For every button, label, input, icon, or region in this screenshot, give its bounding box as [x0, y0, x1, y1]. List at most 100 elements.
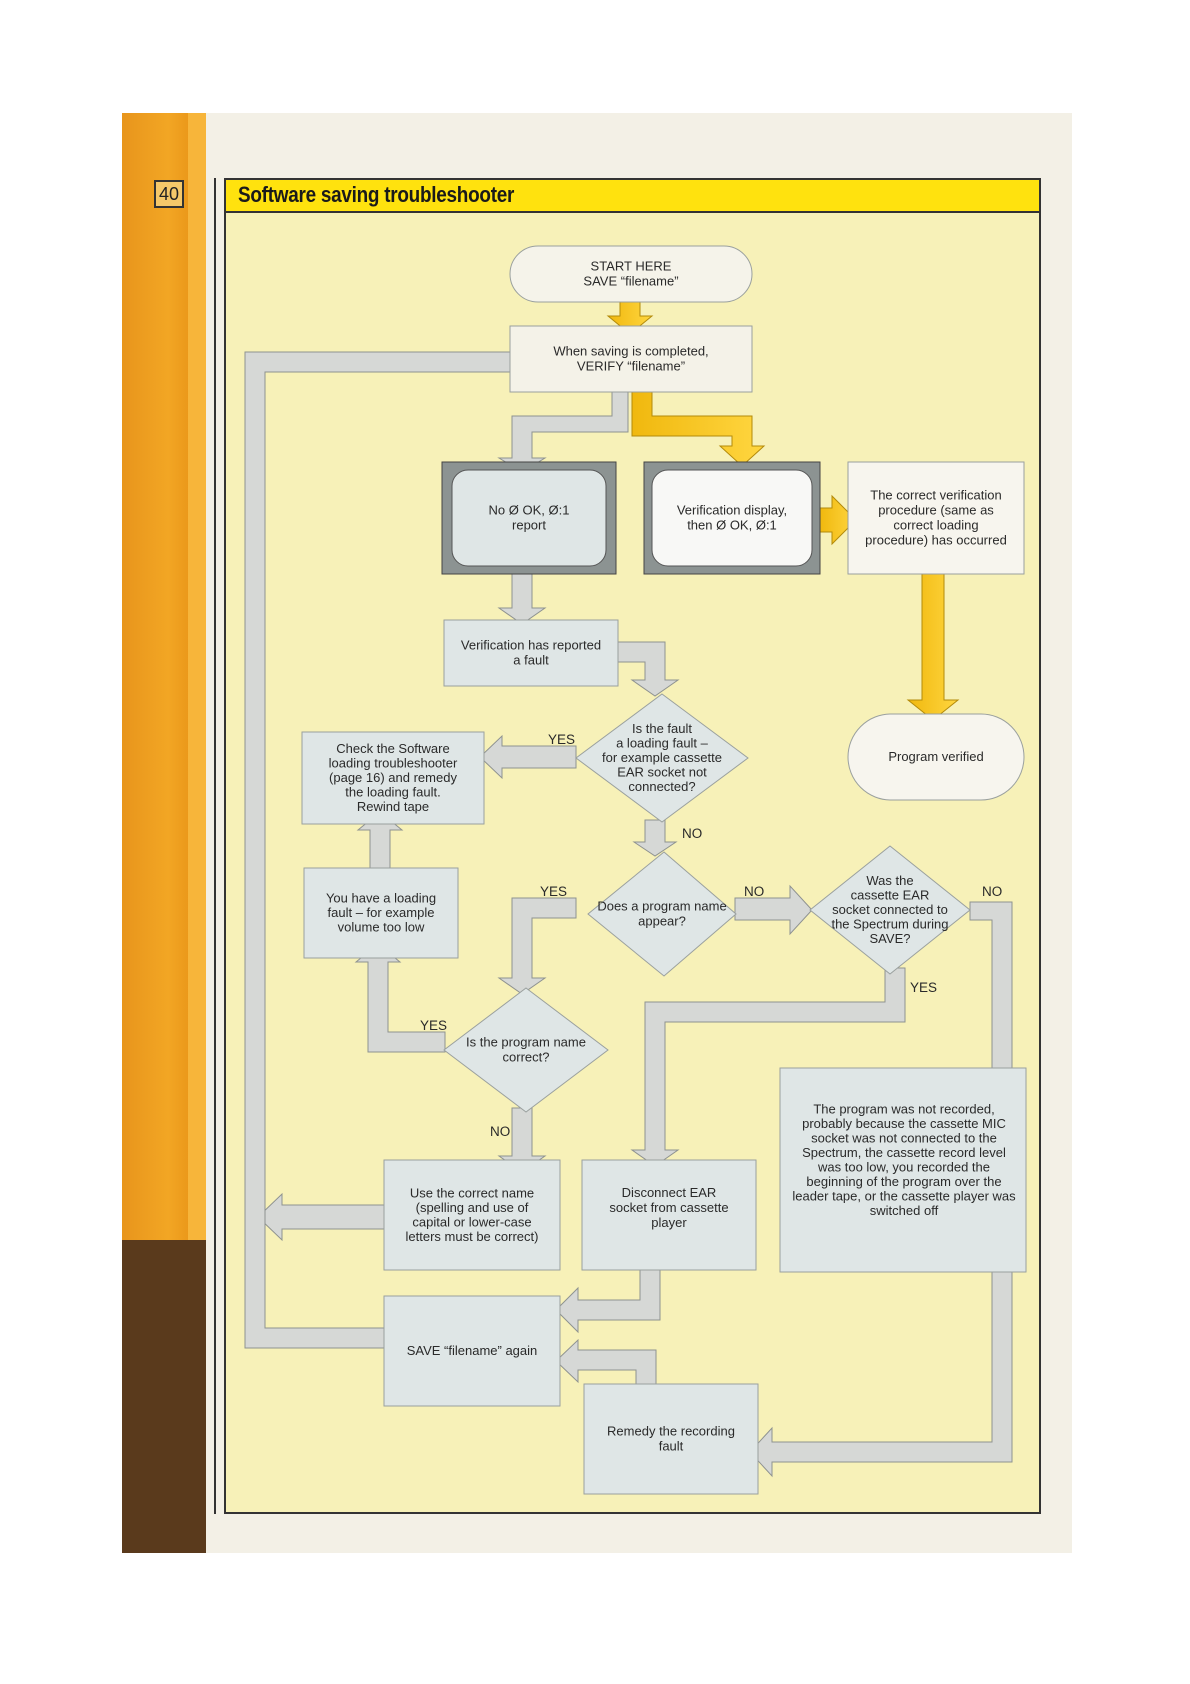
- decision-name-appear: [587, 851, 737, 977]
- node-text-line: probably because the cassette MIC: [802, 1116, 1006, 1131]
- node-text-line: Spectrum, the cassette record level: [802, 1145, 1006, 1160]
- arrow-fault-to-q1: [613, 641, 680, 697]
- verify-box: [509, 325, 753, 393]
- arrow-q4-no: [969, 901, 1027, 1085]
- label-q2-yes: YES: [540, 884, 567, 899]
- page-title: Software saving troubleshooter: [238, 182, 515, 207]
- node-text-line: player: [651, 1215, 687, 1230]
- node-text-line: Is the program name: [466, 1035, 586, 1050]
- node-text-line: volume too low: [338, 920, 425, 935]
- label-q1-yes: YES: [548, 732, 575, 747]
- label-q1-no: NO: [682, 826, 702, 841]
- node-text-line: the loading fault.: [345, 785, 440, 800]
- node-text-line: Rewind tape: [357, 799, 429, 814]
- node-text-ver-display: Verification display,then Ø OK, Ø:1: [677, 503, 787, 533]
- use-correct-name-box: [383, 1159, 561, 1271]
- node-text-line: SAVE “filename” again: [407, 1343, 538, 1358]
- margin-rule: [214, 178, 216, 1514]
- node-text-line: socket from cassette: [609, 1200, 728, 1215]
- node-text-line: cassette EAR: [851, 888, 930, 903]
- node-text-line: EAR socket not: [617, 765, 707, 780]
- node-text-line: socket connected to: [832, 902, 948, 917]
- arrow-q2-no: [734, 884, 813, 936]
- node-text-line: leader tape, or the cassette player was: [792, 1188, 1016, 1203]
- node-text-line: capital or lower-case: [412, 1214, 531, 1229]
- node-text-line: When saving is completed,: [553, 344, 708, 359]
- node-text-line: then Ø OK, Ø:1: [687, 518, 777, 533]
- node-text-line: Program verified: [888, 749, 983, 764]
- yellow-connectors: [606, 299, 960, 721]
- node-text-line: No Ø OK, Ø:1: [489, 503, 570, 518]
- node-text-line: Use the correct name: [410, 1185, 534, 1200]
- arrow-q3-yes: [354, 943, 446, 1053]
- node-text-line: Verification has reported: [461, 638, 601, 653]
- node-text-line: report: [512, 518, 546, 533]
- node-text-line: beginning of the program over the: [806, 1174, 1001, 1189]
- node-text-line: letters must be correct): [406, 1229, 539, 1244]
- arrow-nook-to-fault: [497, 571, 547, 625]
- node-text-program-verified: Program verified: [888, 749, 983, 764]
- program-verified-terminal: [847, 713, 1025, 801]
- decision-ear-connected: [809, 845, 971, 975]
- start-terminal: [509, 245, 753, 303]
- arrow-notrecorded-to-remedy: [749, 1271, 1013, 1478]
- node-text-not-recorded: The program was not recorded,probably be…: [792, 1101, 1016, 1218]
- label-q4-yes: YES: [910, 980, 937, 995]
- node-text-line: switched off: [870, 1203, 939, 1218]
- node-text-line: (page 16) and remedy: [329, 770, 457, 785]
- nook-screen: [451, 469, 607, 567]
- node-text-line: for example cassette: [602, 750, 722, 765]
- arrow-q1-no: [632, 819, 678, 857]
- node-text-line: SAVE “filename”: [583, 274, 678, 289]
- node-text-line: a loading fault –: [616, 736, 709, 751]
- disconnect-ear-box: [581, 1159, 757, 1271]
- arrow-q1-yes: [479, 734, 577, 780]
- dark-corner: [122, 1240, 206, 1553]
- node-text-line: connected?: [628, 779, 695, 794]
- arrow-verify-to-display: [631, 391, 766, 467]
- node-text-line: SAVE?: [870, 931, 911, 946]
- correct-procedure-box: [847, 461, 1025, 575]
- check-software-box: [301, 731, 485, 825]
- node-text-line: socket was not connected to the: [811, 1130, 997, 1145]
- remedy-box: [583, 1383, 759, 1495]
- decision-loading-fault: [575, 693, 749, 823]
- node-text-line: Does a program name: [597, 899, 726, 914]
- arrow-remedy-to-save: [555, 1338, 657, 1397]
- node-text-line: procedure) has occurred: [865, 533, 1007, 548]
- node-text-line: Verification display,: [677, 503, 787, 518]
- node-text-line: correct loading: [893, 518, 978, 533]
- arrow-display-to-correct: [819, 494, 857, 546]
- fault-box: [443, 619, 619, 687]
- decision-name-correct: [443, 987, 609, 1113]
- arrow-verify-to-nook: [497, 391, 629, 473]
- display-screen: [651, 469, 813, 567]
- node-text-line: VERIFY “filename”: [577, 359, 685, 374]
- arrow-start-to-verify: [606, 299, 654, 335]
- save-again-box: [383, 1295, 561, 1407]
- arrow-correct-to-verified: [906, 571, 960, 721]
- not-recorded-box: [779, 1067, 1027, 1273]
- orange-edge-highlight: [188, 113, 206, 1553]
- label-q3-yes: YES: [420, 1018, 447, 1033]
- loading-fault-box: [303, 867, 459, 959]
- node-text-line: Disconnect EAR: [622, 1185, 717, 1200]
- node-text-line: a fault: [513, 653, 549, 668]
- arrow-q4-yes: [630, 967, 906, 1167]
- arrow-q2-yes: [497, 897, 577, 995]
- node-text-line: fault: [659, 1439, 684, 1454]
- node-text-line: appear?: [638, 914, 686, 929]
- node-text-line: (spelling and use of: [416, 1200, 529, 1215]
- node-text-line: Was the: [866, 873, 913, 888]
- node-text-line: correct?: [503, 1050, 550, 1065]
- node-text-line: fault – for example: [328, 905, 435, 920]
